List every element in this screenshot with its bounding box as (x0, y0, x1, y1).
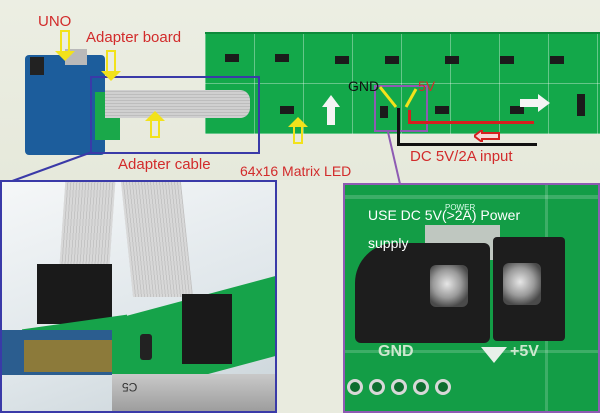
right-arrow-icon (520, 94, 550, 112)
silk-5v: +5V (510, 343, 539, 360)
power-caption-line2: supply (368, 235, 409, 251)
left-arrow-icon (474, 130, 500, 142)
power-terminal-closeup-photo: POWER USE DC 5V(>2A) Power supply GND +5… (343, 183, 600, 413)
panel-grid (205, 34, 600, 134)
power-jack (30, 57, 44, 75)
gnd-label: GND (348, 78, 380, 94)
chip (577, 94, 585, 116)
silk-gnd: GND (378, 343, 414, 360)
chip (500, 56, 514, 64)
dc-input-label: DC 5V/2A input (410, 148, 513, 165)
screw-terminal-gnd (355, 243, 490, 343)
down-triangle-icon (481, 347, 507, 363)
screw-5v (503, 263, 541, 305)
black-wire (397, 143, 537, 146)
chip (510, 106, 524, 114)
chip (335, 56, 349, 64)
via-hole (413, 379, 429, 395)
adapter-closeup-photo: C5 (0, 180, 277, 413)
via-hole (391, 379, 407, 395)
ribbon-cable (120, 182, 194, 297)
capacitor (140, 334, 152, 360)
chip (435, 106, 449, 114)
matrix-pointer-arrow-icon (288, 117, 308, 144)
chip (275, 54, 289, 62)
chip (385, 56, 399, 64)
red-wire (408, 121, 534, 124)
via-hole (347, 379, 363, 395)
chip (225, 54, 239, 62)
silk-power: POWER (445, 203, 476, 212)
via-hole (435, 379, 451, 395)
chip (550, 56, 564, 64)
led-matrix-panel (205, 32, 600, 134)
chip (380, 106, 388, 118)
adapter-highlight-box (90, 76, 260, 154)
pcb-trace (345, 350, 598, 353)
idc-connector (37, 264, 112, 324)
screw-gnd (430, 265, 468, 307)
blue-connector-line (3, 151, 93, 185)
5v-label: 5V (418, 78, 436, 94)
via-hole (369, 379, 385, 395)
cable-pointer-arrow-icon (145, 111, 165, 138)
red-wire (408, 110, 411, 124)
yellow-leader-lines (378, 86, 418, 108)
ribbon-cable (58, 182, 116, 277)
black-wire (397, 108, 400, 146)
adapter-board-pointer-arrow-icon (101, 50, 121, 81)
ribbon-cable (105, 90, 250, 118)
metal-frame: C5 (112, 374, 275, 411)
idc-connector (182, 294, 232, 364)
uno-pointer-arrow-icon (55, 30, 75, 61)
chip (280, 106, 294, 114)
silk-mark: C5 (122, 380, 138, 394)
pcb-trace (345, 195, 598, 199)
adapter-board-label: Adapter board (86, 29, 182, 46)
chip (445, 56, 459, 64)
purple-connector-line (387, 131, 401, 185)
matrix-led-label: 64x16 Matrix LED (240, 163, 352, 179)
power-caption-line1: USE DC 5V(>2A) Power (368, 207, 521, 223)
power-terminal-highlight-box (374, 85, 428, 132)
adapter-cable-label: Adapter cable (118, 156, 211, 173)
uno-label: UNO (38, 13, 72, 30)
up-arrow-icon (322, 95, 340, 125)
